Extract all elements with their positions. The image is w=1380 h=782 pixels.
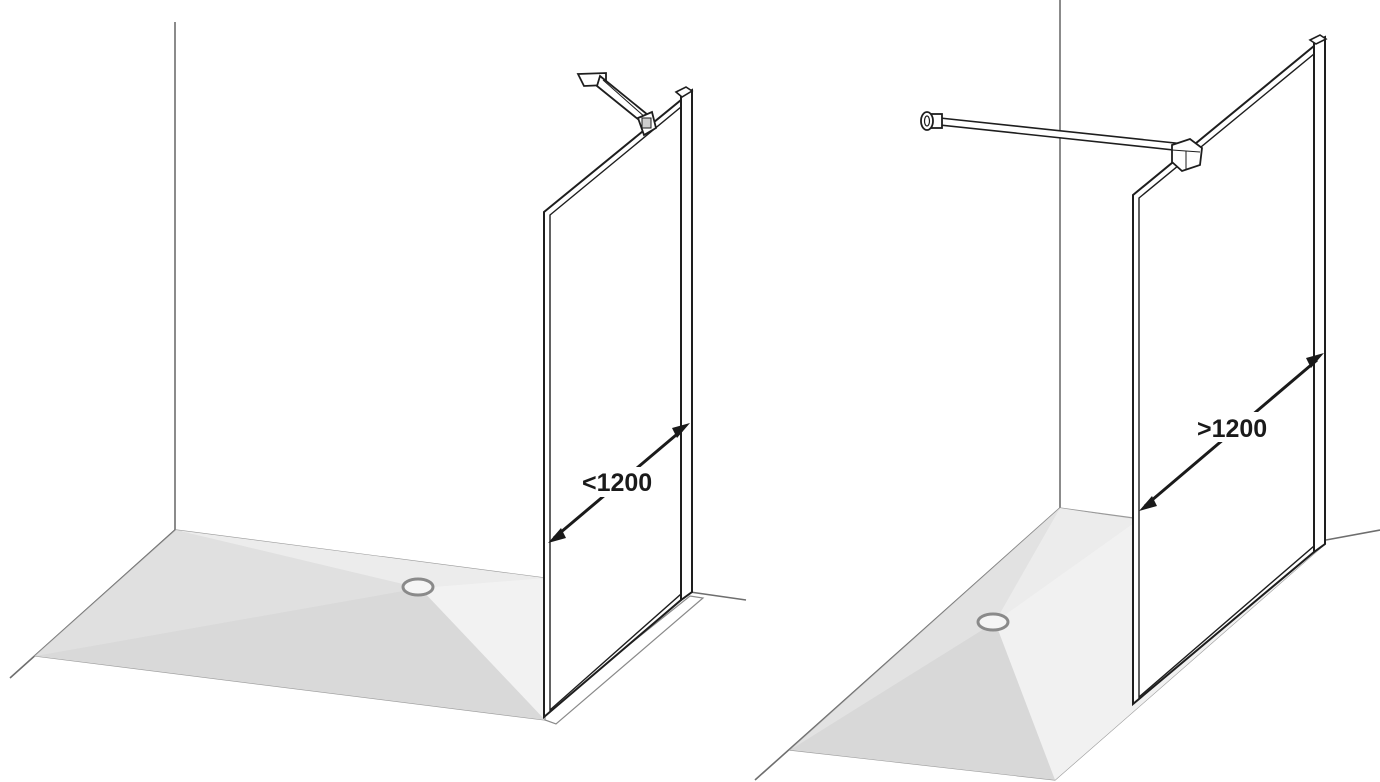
shower-tray bbox=[33, 529, 705, 725]
wall-bracket-icon bbox=[576, 72, 658, 137]
stabilizer-rod-icon bbox=[920, 111, 1203, 173]
glass-panel bbox=[1132, 34, 1328, 707]
left-floor-back-line bbox=[689, 591, 747, 601]
glass-panel bbox=[543, 86, 694, 720]
dimension-label: <1200 bbox=[582, 469, 652, 497]
drain-icon bbox=[976, 612, 1010, 632]
dimension-arrow bbox=[548, 423, 690, 543]
right-floor-back-line bbox=[1325, 529, 1380, 541]
long-panel-scene: >1200 bbox=[754, 0, 1380, 781]
dimension-arrow bbox=[1139, 353, 1324, 511]
short-panel-scene: <1200 bbox=[9, 22, 747, 725]
dimension-label: >1200 bbox=[1197, 415, 1267, 443]
drain-icon bbox=[401, 577, 435, 597]
